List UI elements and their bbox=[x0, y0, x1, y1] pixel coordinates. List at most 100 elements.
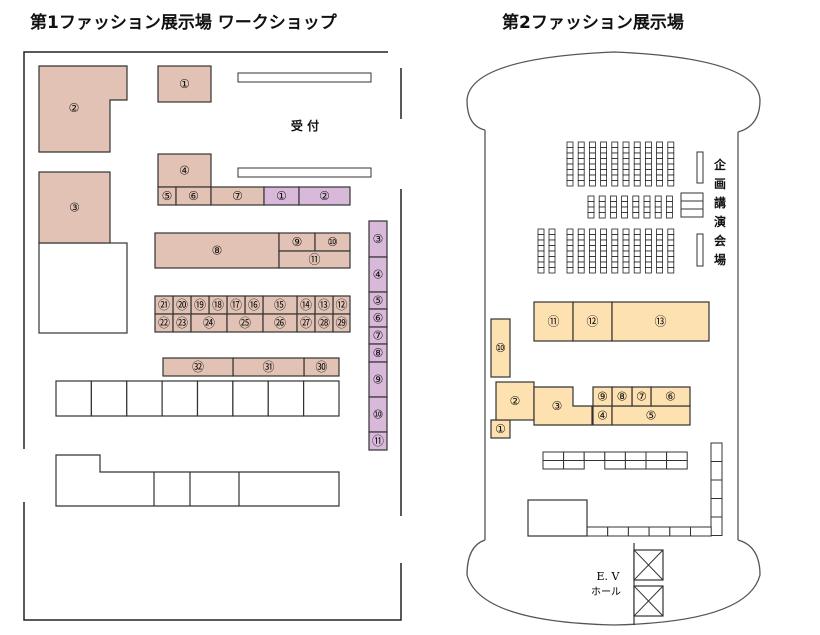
hall1-booth-26[interactable]: ㉖ bbox=[262, 313, 298, 333]
seat bbox=[589, 234, 596, 241]
hall2-booth-10[interactable]: ⑩ bbox=[490, 318, 511, 378]
hall2-booth-8[interactable]: ⑧ bbox=[611, 386, 633, 407]
hall1-booth-18[interactable]: ⑱ bbox=[208, 295, 228, 315]
seat bbox=[667, 261, 675, 268]
hall1-special-booth-8[interactable]: ⑧ bbox=[368, 343, 388, 363]
seat bbox=[622, 256, 630, 263]
hall1-booth-9[interactable]: ⑨ bbox=[278, 232, 316, 252]
seat bbox=[667, 256, 675, 263]
seat bbox=[598, 201, 606, 208]
seat bbox=[589, 147, 596, 154]
seat bbox=[611, 267, 619, 274]
booth-number: ㉛ bbox=[262, 360, 274, 374]
hall2-booth-12[interactable]: ⑫ bbox=[572, 301, 613, 342]
blank-cell bbox=[161, 380, 199, 417]
seat bbox=[600, 174, 607, 181]
hall1-booth-11[interactable]: ⑪ bbox=[278, 250, 351, 269]
hall2-booth-1[interactable]: ① bbox=[490, 419, 511, 439]
hall1-booth-25[interactable]: ㉕ bbox=[226, 313, 264, 333]
hall1-booth-14[interactable]: ⑭ bbox=[296, 295, 316, 315]
seat bbox=[566, 174, 574, 181]
hall1-special-booth-6[interactable]: ⑥ bbox=[368, 308, 388, 328]
hall1-booth-32[interactable]: ㉜ bbox=[162, 357, 234, 377]
booth-shape bbox=[157, 153, 212, 188]
hall1-booth-29[interactable]: ㉙ bbox=[332, 313, 351, 333]
hall1-booth-24[interactable]: ㉔ bbox=[190, 313, 228, 333]
lecture-hall-label-char: 場 bbox=[714, 252, 726, 267]
hall1-booth-4[interactable]: ④ bbox=[157, 153, 212, 188]
booth-number: ⑨ bbox=[597, 390, 608, 404]
hall1-booth-17[interactable]: ⑰ bbox=[226, 295, 246, 315]
hall1-special-booth-7[interactable]: ⑦ bbox=[368, 326, 388, 345]
seat bbox=[667, 141, 675, 148]
seat bbox=[537, 250, 545, 257]
seat bbox=[656, 174, 663, 181]
hall1-special-booth-11[interactable]: ⑪ bbox=[368, 431, 388, 451]
seat bbox=[654, 195, 662, 202]
hall1-booth-13[interactable]: ⑬ bbox=[314, 295, 334, 315]
hall1-booth-3[interactable]: ③ bbox=[38, 171, 111, 244]
hall2-booth-3[interactable]: ③ bbox=[533, 386, 593, 426]
hall1-booth-22[interactable]: ㉒ bbox=[154, 313, 174, 333]
hall1-booth-30[interactable]: ㉚ bbox=[303, 357, 340, 377]
hall1-booth-8[interactable]: ⑧ bbox=[154, 232, 280, 269]
seat bbox=[622, 174, 630, 181]
hall1-booth-19[interactable]: ⑲ bbox=[190, 295, 210, 315]
hall1-booth-5[interactable]: ⑤ bbox=[157, 186, 177, 206]
elevator-icon bbox=[633, 549, 664, 581]
seat bbox=[643, 195, 651, 202]
seat bbox=[622, 261, 630, 268]
hall1-booth-31[interactable]: ㉛ bbox=[232, 357, 305, 377]
seat bbox=[611, 261, 619, 268]
booth-shape bbox=[572, 301, 613, 342]
seat bbox=[656, 180, 663, 187]
booth-number: ① bbox=[179, 77, 190, 91]
hall1-booth-21[interactable]: ㉑ bbox=[154, 295, 174, 315]
hall1-booth-15[interactable]: ⑮ bbox=[262, 295, 298, 315]
hall2-booth-5[interactable]: ⑤ bbox=[611, 405, 691, 426]
hall1-booth-1[interactable]: ① bbox=[157, 65, 212, 103]
hall2-booth-2[interactable]: ② bbox=[495, 381, 535, 421]
hall1-special-booth-10[interactable]: ⑩ bbox=[368, 396, 388, 433]
table bbox=[563, 451, 585, 461]
hall1-booth-28[interactable]: ㉘ bbox=[314, 313, 334, 333]
table bbox=[542, 451, 565, 461]
hall1-booth-16[interactable]: ⑯ bbox=[244, 295, 264, 315]
seat bbox=[622, 245, 630, 252]
seat bbox=[643, 201, 651, 208]
seat bbox=[600, 228, 607, 235]
seat bbox=[633, 267, 641, 274]
table bbox=[645, 451, 668, 461]
hall1-booth-23[interactable]: ㉓ bbox=[172, 313, 192, 333]
hall1-booth-12[interactable]: ⑫ bbox=[332, 295, 351, 315]
table bbox=[624, 460, 647, 470]
ev-hall-label: ホール bbox=[591, 586, 621, 598]
hall1-special-booth-1[interactable]: ① bbox=[263, 186, 300, 206]
hall1-booth-10[interactable]: ⑩ bbox=[314, 232, 351, 252]
hall2-walls bbox=[466, 51, 761, 626]
hall1-special-booth-4[interactable]: ④ bbox=[368, 256, 388, 293]
seat bbox=[610, 201, 617, 208]
hall2-booth-9[interactable]: ⑨ bbox=[592, 386, 613, 407]
hall1-special-booth-9[interactable]: ⑨ bbox=[368, 361, 388, 398]
hall2-booth-6[interactable]: ⑥ bbox=[650, 386, 691, 407]
hall2-booth-7[interactable]: ⑦ bbox=[631, 386, 652, 407]
hall2-booth-11[interactable]: ⑪ bbox=[533, 301, 574, 342]
booth-number: ⑰ bbox=[230, 298, 242, 312]
hall2-booth-4[interactable]: ④ bbox=[592, 405, 613, 426]
hall1-booth-6[interactable]: ⑥ bbox=[175, 186, 212, 206]
seat bbox=[577, 250, 585, 257]
seat bbox=[587, 201, 595, 208]
booth-number: ⑬ bbox=[318, 298, 330, 312]
seat bbox=[587, 195, 595, 202]
hall1-special-booth-3[interactable]: ③ bbox=[368, 220, 388, 258]
hall1-booth-7[interactable]: ⑦ bbox=[210, 186, 265, 206]
hall1-booth-20[interactable]: ⑳ bbox=[172, 295, 192, 315]
hall1-special-booth-5[interactable]: ⑤ bbox=[368, 291, 388, 310]
hall1-booth-27[interactable]: ㉗ bbox=[296, 313, 316, 333]
hall1-special-booth-2[interactable]: ② bbox=[298, 186, 351, 206]
hall2-booth-13[interactable]: ⑬ bbox=[611, 301, 710, 342]
hall1-booth-2[interactable]: ② bbox=[38, 65, 128, 153]
seat bbox=[611, 169, 619, 176]
